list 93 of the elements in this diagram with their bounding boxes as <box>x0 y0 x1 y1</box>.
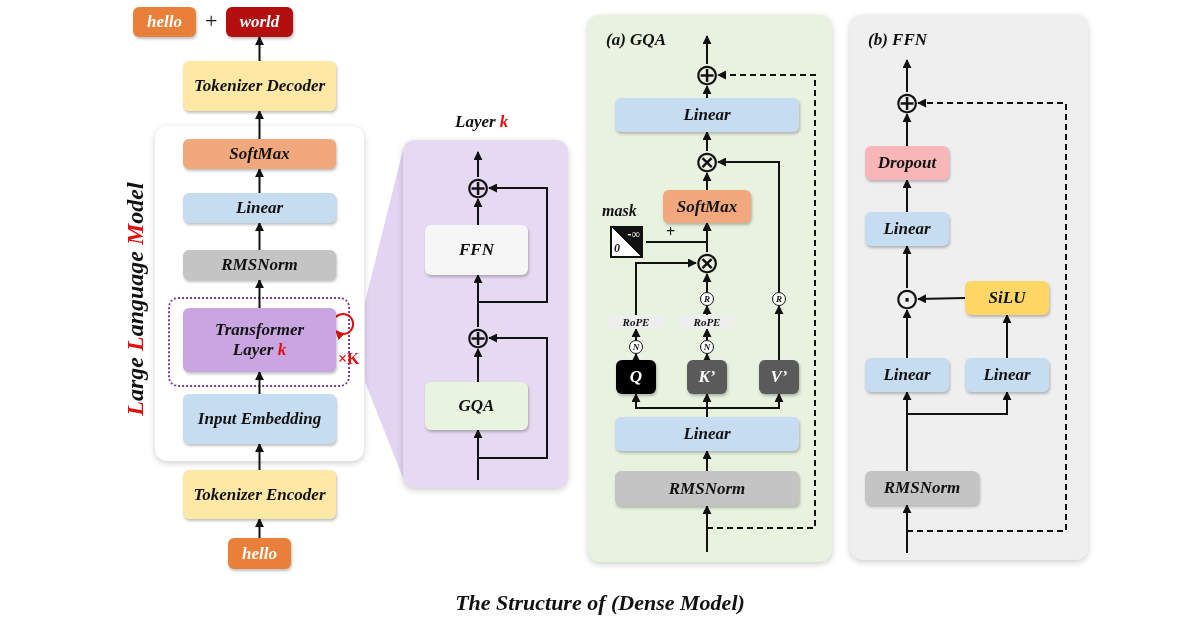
arrow <box>902 309 912 359</box>
arrow <box>774 305 784 361</box>
arrow <box>255 518 264 539</box>
value-box: V’ <box>759 360 799 394</box>
process-box: SiLU <box>965 281 1049 315</box>
multiply-symbol: ⊗ <box>695 251 719 275</box>
norm-circle: N <box>629 340 643 354</box>
product-symbol: ⊙ <box>895 287 919 311</box>
process-box: RoPE <box>608 315 664 329</box>
process-box: SoftMax <box>663 190 751 223</box>
multiply-symbol: ⊗ <box>695 150 719 174</box>
arrow <box>902 245 912 289</box>
process-box: Linear <box>865 358 949 392</box>
arrow <box>702 85 712 99</box>
arrow <box>255 222 264 251</box>
arrow <box>255 110 264 140</box>
loop-arrow <box>335 313 355 340</box>
process-box: Tokenizer Decoder <box>183 61 336 111</box>
add-symbol: ⊕ <box>695 63 719 87</box>
input-token: hello <box>228 538 291 569</box>
arrow <box>473 198 483 226</box>
arrow <box>255 371 264 395</box>
arrow <box>635 258 697 316</box>
process-box: SoftMax <box>183 139 336 169</box>
dashed-arrow <box>706 70 816 529</box>
process-box: FFN <box>425 225 528 275</box>
arrow <box>1002 314 1012 359</box>
arrow <box>255 168 264 194</box>
mask-label: mask <box>602 202 637 221</box>
arrow <box>902 113 912 147</box>
arrow <box>631 353 641 363</box>
arrow <box>906 391 1012 472</box>
arrow <box>255 279 264 309</box>
arrow <box>706 393 784 418</box>
process-box: Transformer Layer k <box>183 308 336 372</box>
query-box: Q <box>616 360 656 394</box>
process-box: RoPE <box>679 315 735 329</box>
panel-title: (a) GQA <box>606 30 666 50</box>
process-box: Linear <box>615 98 799 132</box>
edge-label: + <box>666 223 676 241</box>
arrow <box>702 172 712 191</box>
norm-circle: N <box>700 340 714 354</box>
arrow <box>717 157 780 293</box>
edge-label: ×K <box>338 350 360 368</box>
arrow <box>702 222 712 253</box>
arrow <box>702 131 712 152</box>
add-symbol: ⊕ <box>895 91 919 115</box>
process-box: Tokenizer Encoder <box>183 470 336 519</box>
panel-title: Layer k <box>455 112 509 132</box>
arrow <box>902 59 912 93</box>
key-box: K’ <box>687 360 727 394</box>
process-box: Input Embedding <box>183 394 336 444</box>
arrow <box>702 328 712 341</box>
panel-title: Large Language Model <box>121 181 149 418</box>
arrow <box>255 443 264 471</box>
arrow <box>702 353 712 363</box>
process-box: RMSNorm <box>183 250 336 280</box>
arrow <box>702 450 712 472</box>
output-token: hello <box>133 7 196 37</box>
matrix-value: -∞ <box>627 228 640 242</box>
plus-sign: + <box>205 8 218 34</box>
process-box: Linear <box>183 193 336 223</box>
caption: The Structure of (Dense Model) <box>454 590 746 616</box>
arrow <box>917 294 966 304</box>
panel-title: (b) FFN <box>868 30 928 50</box>
process-box: Linear <box>615 417 799 451</box>
arrow <box>702 505 712 553</box>
arrow <box>473 151 483 178</box>
add-symbol: ⊕ <box>466 326 490 350</box>
arrow <box>902 504 912 554</box>
add-symbol: ⊕ <box>466 176 490 200</box>
process-box: RMSNorm <box>865 471 979 505</box>
process-box: GQA <box>425 382 528 430</box>
arrow <box>902 179 912 213</box>
arrow <box>477 183 548 328</box>
arrow <box>477 333 548 481</box>
panel <box>588 15 832 562</box>
process-box: RMSNorm <box>615 471 799 506</box>
process-box: Linear <box>965 358 1049 392</box>
arrow <box>702 305 712 316</box>
arrow <box>255 36 264 62</box>
matrix-value: 0 <box>614 242 620 256</box>
dashed-arrow <box>906 98 1067 532</box>
arrow <box>702 273 712 293</box>
process-box: Dropout <box>865 146 949 180</box>
repeat-circle: R <box>772 292 786 306</box>
repeat-circle: R <box>700 292 714 306</box>
process-box: Linear <box>865 212 949 246</box>
arrow <box>702 35 712 65</box>
arrow <box>473 348 483 383</box>
panel <box>850 15 1088 560</box>
output-token: world <box>226 7 293 37</box>
arrow <box>631 328 641 341</box>
